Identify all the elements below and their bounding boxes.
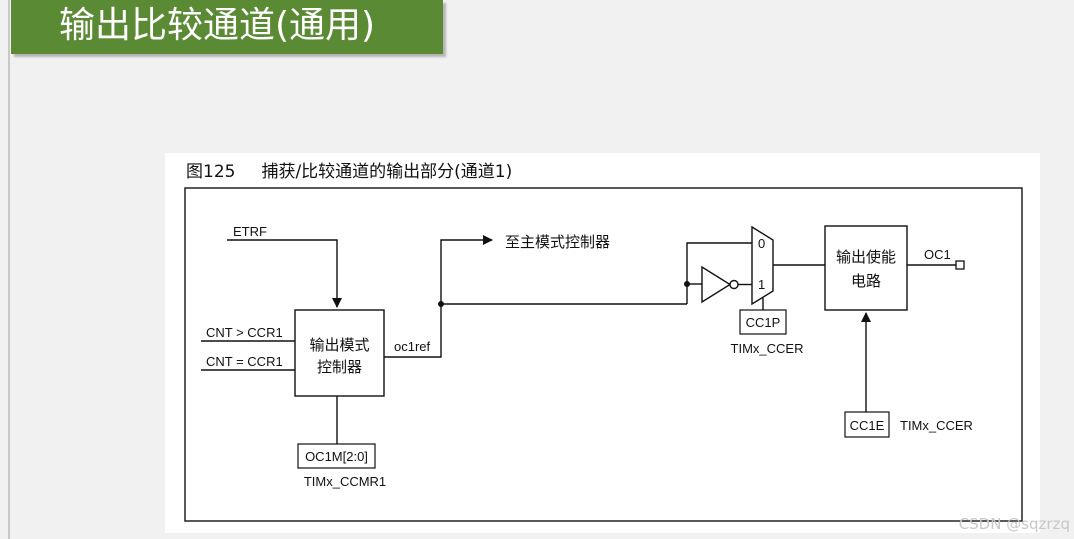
oc1ref-signal-line [384,304,442,358]
cc1p-register-label: CC1P [746,315,781,330]
cnt-gt-ccr1-label: CNT > CCR1 [206,325,283,340]
slide-left-rule [8,0,10,539]
watermark: CSDN @sqzrzq [958,515,1070,533]
output-mode-controller-label-line1: 输出模式 [309,336,369,354]
to-slave-controller-line [440,235,493,304]
figure-caption-number: 图125 [186,162,236,182]
polarity-mux [751,225,774,306]
output-enable-label-line2: 电路 [851,272,881,290]
etrf-label: ETRF [233,224,267,239]
oc1-output-label: OC1 [924,247,951,262]
mux-input0-label: 0 [758,236,765,251]
output-enable-circuit-block [824,225,908,311]
etrf-signal-line [227,239,342,308]
cc1e-register-box [844,411,890,438]
cc1p-register-box [739,309,787,335]
mux-input0-line [686,242,752,284]
cc1e-register-label: CC1E [850,418,885,433]
polarity-timx-ccer-label: TIMx_CCER [731,341,804,356]
output-enable-label-line1: 输出使能 [836,248,896,266]
timx-ccmr1-label: TIMx_CCMR1 [304,474,386,489]
to-slave-controller-label: 至主模式控制器 [505,233,610,251]
figure-caption-text: 捕获/比较通道的输出部分(通道1) [261,162,513,182]
oc1m-register-box [297,443,376,469]
figure-caption: 图125 捕获/比较通道的输出部分(通道1) [184,157,512,182]
inverter-gate [701,265,732,304]
cnt-eq-ccr1-label: CNT = CCR1 [206,354,283,369]
diagram-frame [184,187,1023,522]
oc1-output-pin [955,260,965,270]
mux-input1-label: 1 [758,277,765,292]
oc1m-register-label: OC1M[2:0] [305,449,368,464]
enable-timx-ccer-label: TIMx_CCER [900,418,973,433]
slide-title: 输出比较通道(通用) [59,5,376,46]
inverter-bubble [729,279,739,290]
slide-title-bar: 输出比较通道(通用) [11,0,443,54]
output-mode-controller-block [294,309,385,397]
oc1ref-label: oc1ref [394,339,431,354]
output-mode-controller-label-line2: 控制器 [317,358,362,376]
